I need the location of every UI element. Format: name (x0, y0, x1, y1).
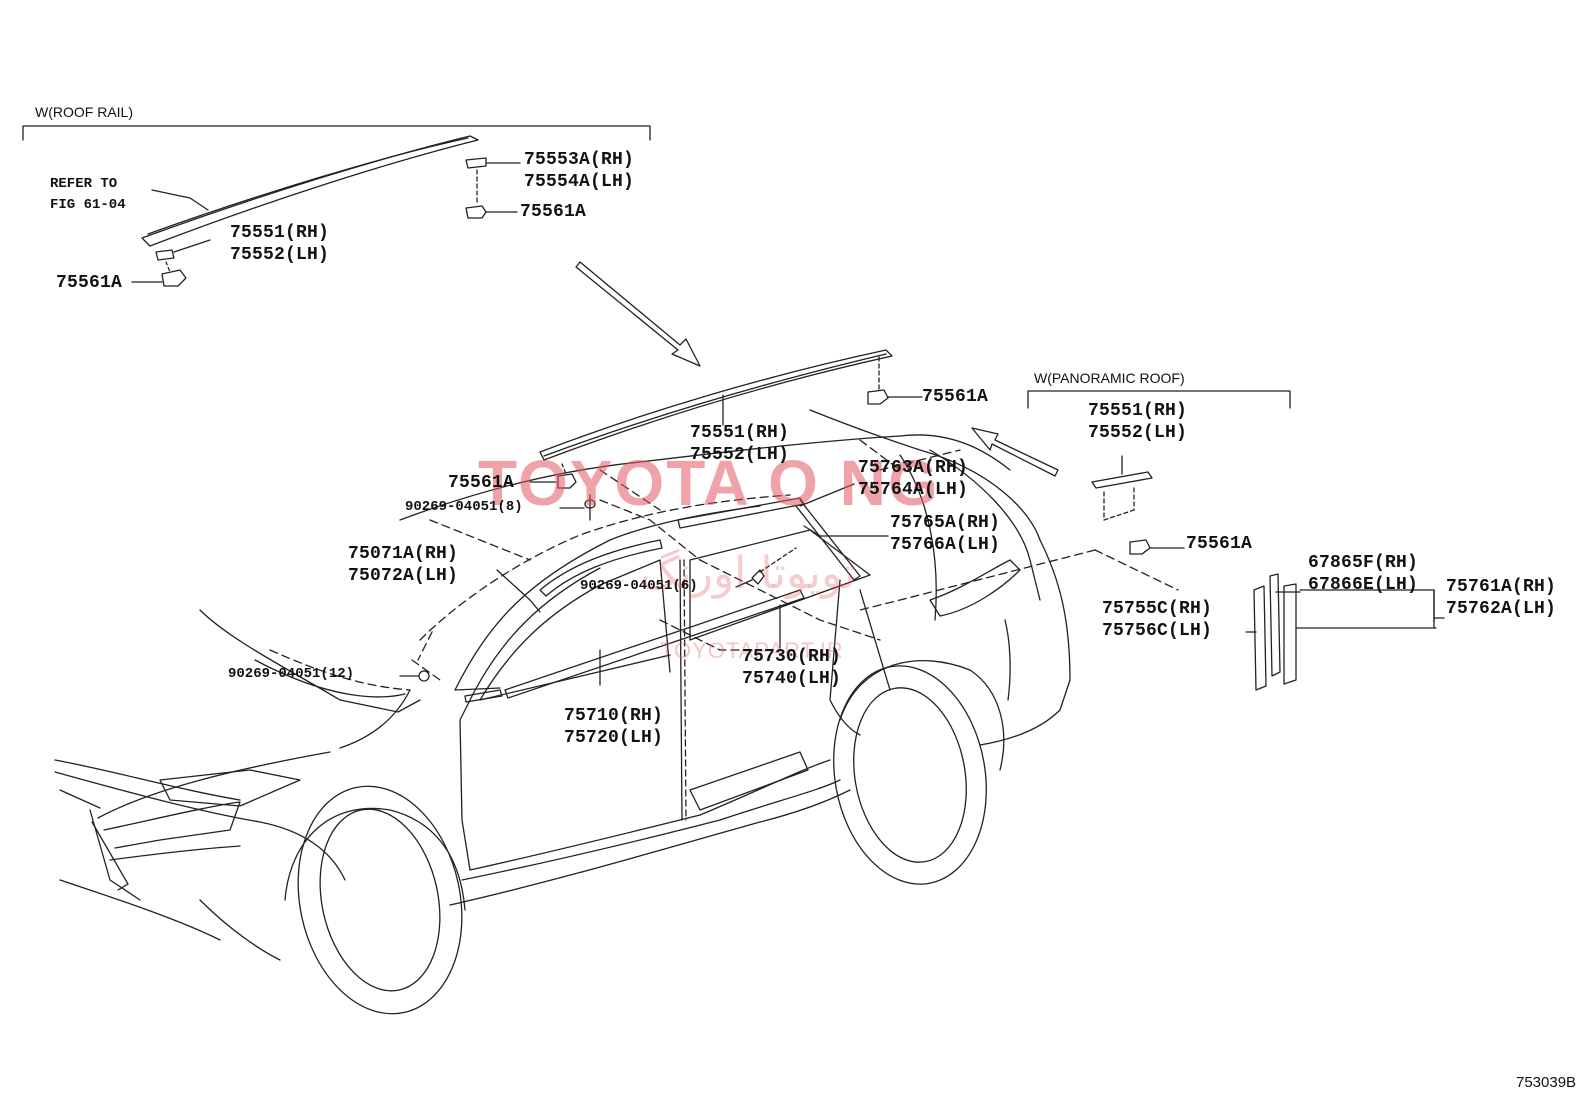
main-roof-rail (540, 350, 892, 460)
part-75730: 75730(RH) (742, 647, 842, 667)
pillar-garnishes (1246, 574, 1444, 690)
car-body (55, 410, 1070, 1029)
part-75071A: 75071A(RH) (348, 544, 459, 564)
part-75553A: 75553A(RH) (524, 150, 635, 170)
part-67866E: 67866E(LH) (1308, 575, 1419, 595)
part-75755C: 75755C(RH) (1102, 599, 1213, 619)
part-75710: 75710(RH) (564, 706, 664, 726)
part-75551-inset: 75551(RH) (230, 223, 330, 243)
figure-code: 753039B (1516, 1074, 1577, 1091)
label-leaders (497, 484, 888, 685)
part-75561A-main-right: 75561A (922, 387, 989, 407)
part-75561A-inset-right: 75561A (520, 202, 587, 222)
clip-90269-04051-12: 90269-04051(12) (228, 666, 355, 682)
part-75761A: 75761A(RH) (1446, 577, 1557, 597)
inset-cap-left (132, 240, 210, 286)
part-75766A: 75766A(LH) (890, 535, 1001, 555)
part-75072A: 75072A(LH) (348, 566, 459, 586)
part-67865F: 67865F(RH) (1308, 553, 1419, 573)
part-75554A: 75554A(LH) (524, 172, 635, 192)
arrow-to-roof (576, 262, 700, 366)
part-75551-panoramic: 75551(RH) (1088, 401, 1188, 421)
clip-90269-04051-6: 90269-04051(6) (580, 578, 698, 594)
side-moldings (465, 498, 860, 702)
part-75561A-main-left: 75561A (448, 473, 515, 493)
part-75765A: 75765A(RH) (890, 513, 1001, 533)
watermark-site: TOYOTAPART.IR (660, 638, 844, 663)
clip-6 (736, 548, 796, 587)
part-75762A: 75762A(LH) (1446, 599, 1557, 619)
clip-12 (400, 671, 429, 681)
part-75756C: 75756C(LH) (1102, 621, 1213, 641)
refer-to-line2: FIG 61-04 (50, 197, 126, 213)
part-75740: 75740(LH) (742, 669, 842, 689)
part-75720: 75720(LH) (564, 728, 664, 748)
watermark-persian: تویوتا اورنگ (640, 548, 856, 599)
part-75561A-inset-left: 75561A (56, 273, 123, 293)
clip-90269-04051-8: 90269-04051(8) (405, 499, 523, 515)
inset-cap-right (466, 158, 520, 218)
panoramic-roof-bracket (1028, 391, 1290, 408)
part-75561A-panoramic: 75561A (1186, 534, 1253, 554)
panoramic-roof-group-label: W(PANORAMIC ROOF) (1034, 370, 1185, 386)
roof-rail-bracket (23, 126, 650, 140)
part-75552-main: 75552(LH) (690, 445, 790, 465)
panoramic-molding (1092, 456, 1184, 554)
part-75764A: 75764A(LH) (858, 480, 969, 500)
part-75552-panoramic: 75552(LH) (1088, 423, 1188, 443)
refer-to-line1: REFER TO (50, 176, 118, 192)
refer-leader (152, 190, 208, 210)
roof-rail-inset-molding (142, 136, 478, 246)
watermark-brand: TOYOTA O NG (478, 447, 940, 519)
arrow-from-panoramic (972, 428, 1058, 476)
part-75763A: 75763A(RH) (858, 458, 969, 478)
part-75552-inset: 75552(LH) (230, 245, 330, 265)
part-75551-main: 75551(RH) (690, 423, 790, 443)
roof-dashed-lines (270, 440, 1178, 690)
roof-rail-group-label: W(ROOF RAIL) (35, 104, 133, 120)
